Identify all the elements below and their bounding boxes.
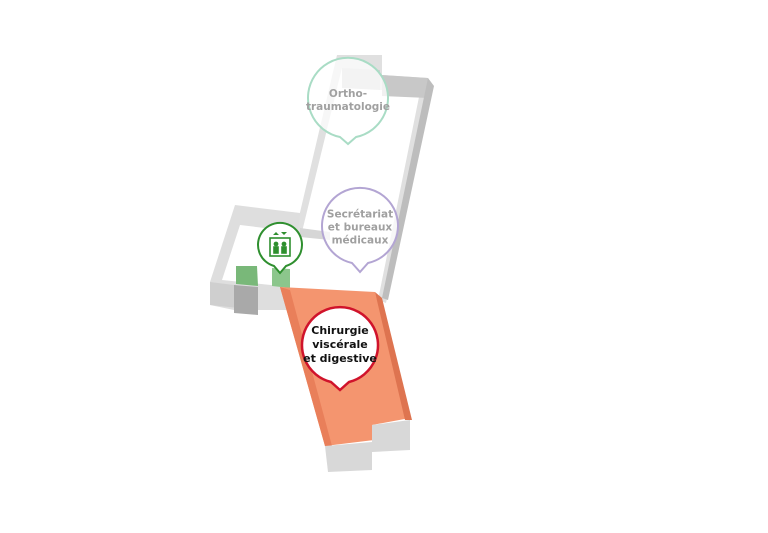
secretariat-label: Secrétariat et bureaux médicaux xyxy=(327,209,393,248)
stairs xyxy=(236,266,258,286)
label-line: et bureaux xyxy=(327,221,393,234)
label-line: Ortho- xyxy=(328,88,368,100)
elevator-shaft xyxy=(272,268,290,288)
label-line: Chirurgie xyxy=(311,324,369,337)
label-line: Secrétariat xyxy=(326,208,394,221)
ortho-marker[interactable] xyxy=(307,56,389,146)
elevator-marker[interactable] xyxy=(257,221,303,275)
chirurgie-marker[interactable] xyxy=(300,305,380,392)
label-line: traumatologie xyxy=(305,101,391,113)
secretariat-marker[interactable] xyxy=(321,186,399,274)
elevator-icon xyxy=(269,232,291,257)
chirurgie-label: Chirurgie viscérale et digestive xyxy=(303,324,377,366)
label-line: médicaux xyxy=(331,234,389,247)
ortho-label: Ortho- traumatologie xyxy=(306,88,390,114)
label-line: viscérale xyxy=(312,338,368,351)
label-line: et digestive xyxy=(303,352,377,365)
